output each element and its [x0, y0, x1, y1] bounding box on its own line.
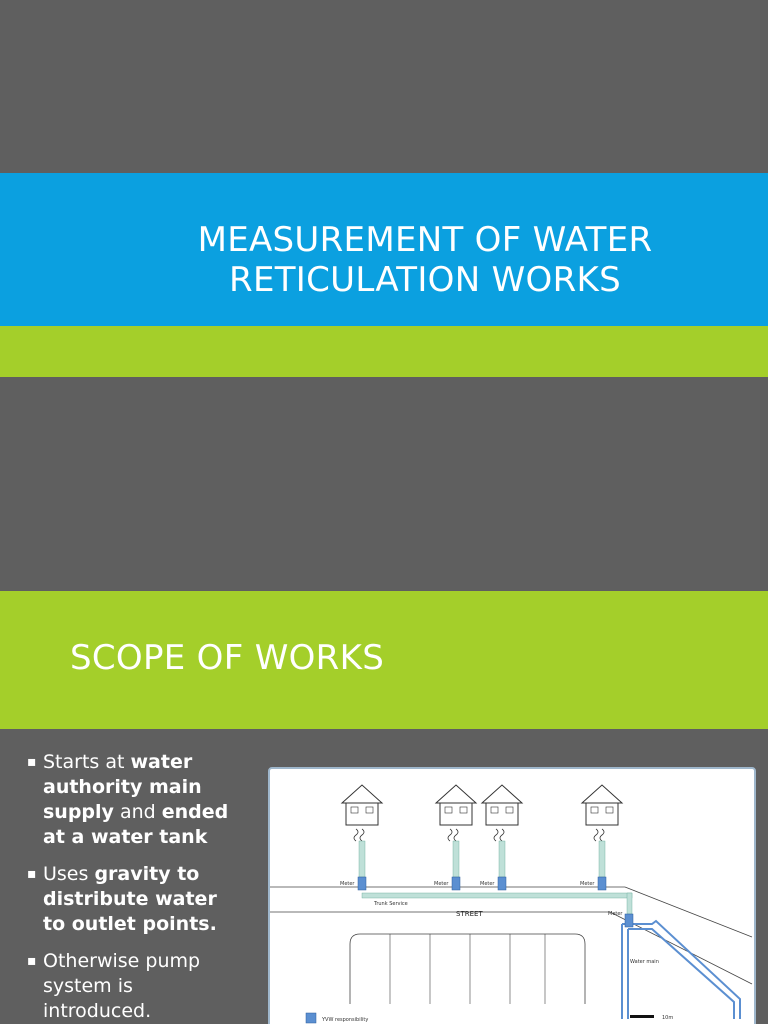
trunk-service-label: Trunk Service	[373, 901, 408, 907]
meter-label: Meter	[480, 881, 495, 887]
title-band	[0, 173, 768, 326]
house-1	[340, 784, 384, 878]
house-3	[480, 784, 524, 878]
slide-heading: SCOPE OF WORKS	[70, 638, 385, 678]
meter-4	[597, 876, 607, 891]
bullet-text: Uses	[43, 863, 95, 885]
bullet-list: ▪ Starts at water authority main supply a…	[25, 750, 245, 1024]
legend-swatch	[305, 1012, 317, 1024]
heading-band	[0, 591, 768, 729]
slide-title: MEASUREMENT OF WATER RETICULATION WORKS	[60, 220, 768, 300]
meter-label: Meter	[608, 911, 623, 917]
bullet-text: water authority main supply	[43, 751, 202, 823]
house-4	[580, 784, 624, 878]
legend-label: YVW responsibility	[321, 1017, 368, 1023]
meter-2	[451, 876, 461, 891]
bullet-text: Starts at	[43, 751, 131, 773]
trunk-service-riser	[626, 892, 633, 915]
bullet-text: ended at a water tank	[43, 801, 229, 848]
scale-label: 10m	[662, 1015, 673, 1021]
meter-1	[357, 876, 367, 891]
meter-5	[624, 913, 634, 928]
water-main-label: Water main	[630, 959, 659, 965]
meter-3	[497, 876, 507, 891]
title-slide: MEASUREMENT OF WATER RETICULATION WORKS	[0, 173, 768, 377]
house-2	[434, 784, 478, 878]
accent-band	[0, 326, 768, 377]
bullet-text: gravity to distribute water to outlet po…	[43, 863, 217, 935]
lot-boundary	[349, 933, 586, 1004]
bullet-item: ▪ Otherwise pump system is introduced.	[25, 949, 245, 1024]
bullet-item: ▪ Uses gravity to distribute water to out…	[25, 862, 245, 937]
bullet-marker: ▪	[27, 866, 37, 882]
street-label: STREET	[456, 910, 483, 918]
slide-title-line-2: RETICULATION WORKS	[229, 260, 621, 300]
bullet-marker: ▪	[27, 754, 37, 770]
scope-slide: SCOPE OF WORKS ▪ Starts at water authorit…	[0, 530, 768, 1024]
bullet-item: ▪ Starts at water authority main supply a…	[25, 750, 245, 850]
scale-bar	[630, 1015, 654, 1018]
water-reticulation-diagram: Meter Meter Meter Meter Meter Trunk Serv…	[268, 767, 756, 1024]
bullet-marker: ▪	[27, 953, 37, 969]
slide-title-line-1: MEASUREMENT OF WATER	[197, 220, 653, 260]
street-bend-top	[624, 886, 753, 938]
diagram-svg: Meter Meter Meter Meter Meter Trunk Serv…	[270, 784, 753, 1024]
bullet-text: Otherwise pump system is introduced.	[43, 950, 201, 1022]
meter-label: Meter	[434, 881, 449, 887]
meter-label: Meter	[580, 881, 595, 887]
water-main-pipe	[621, 919, 741, 1019]
meter-label: Meter	[340, 881, 355, 887]
bullet-text: and	[113, 801, 162, 823]
trunk-service-pipe	[361, 892, 633, 899]
